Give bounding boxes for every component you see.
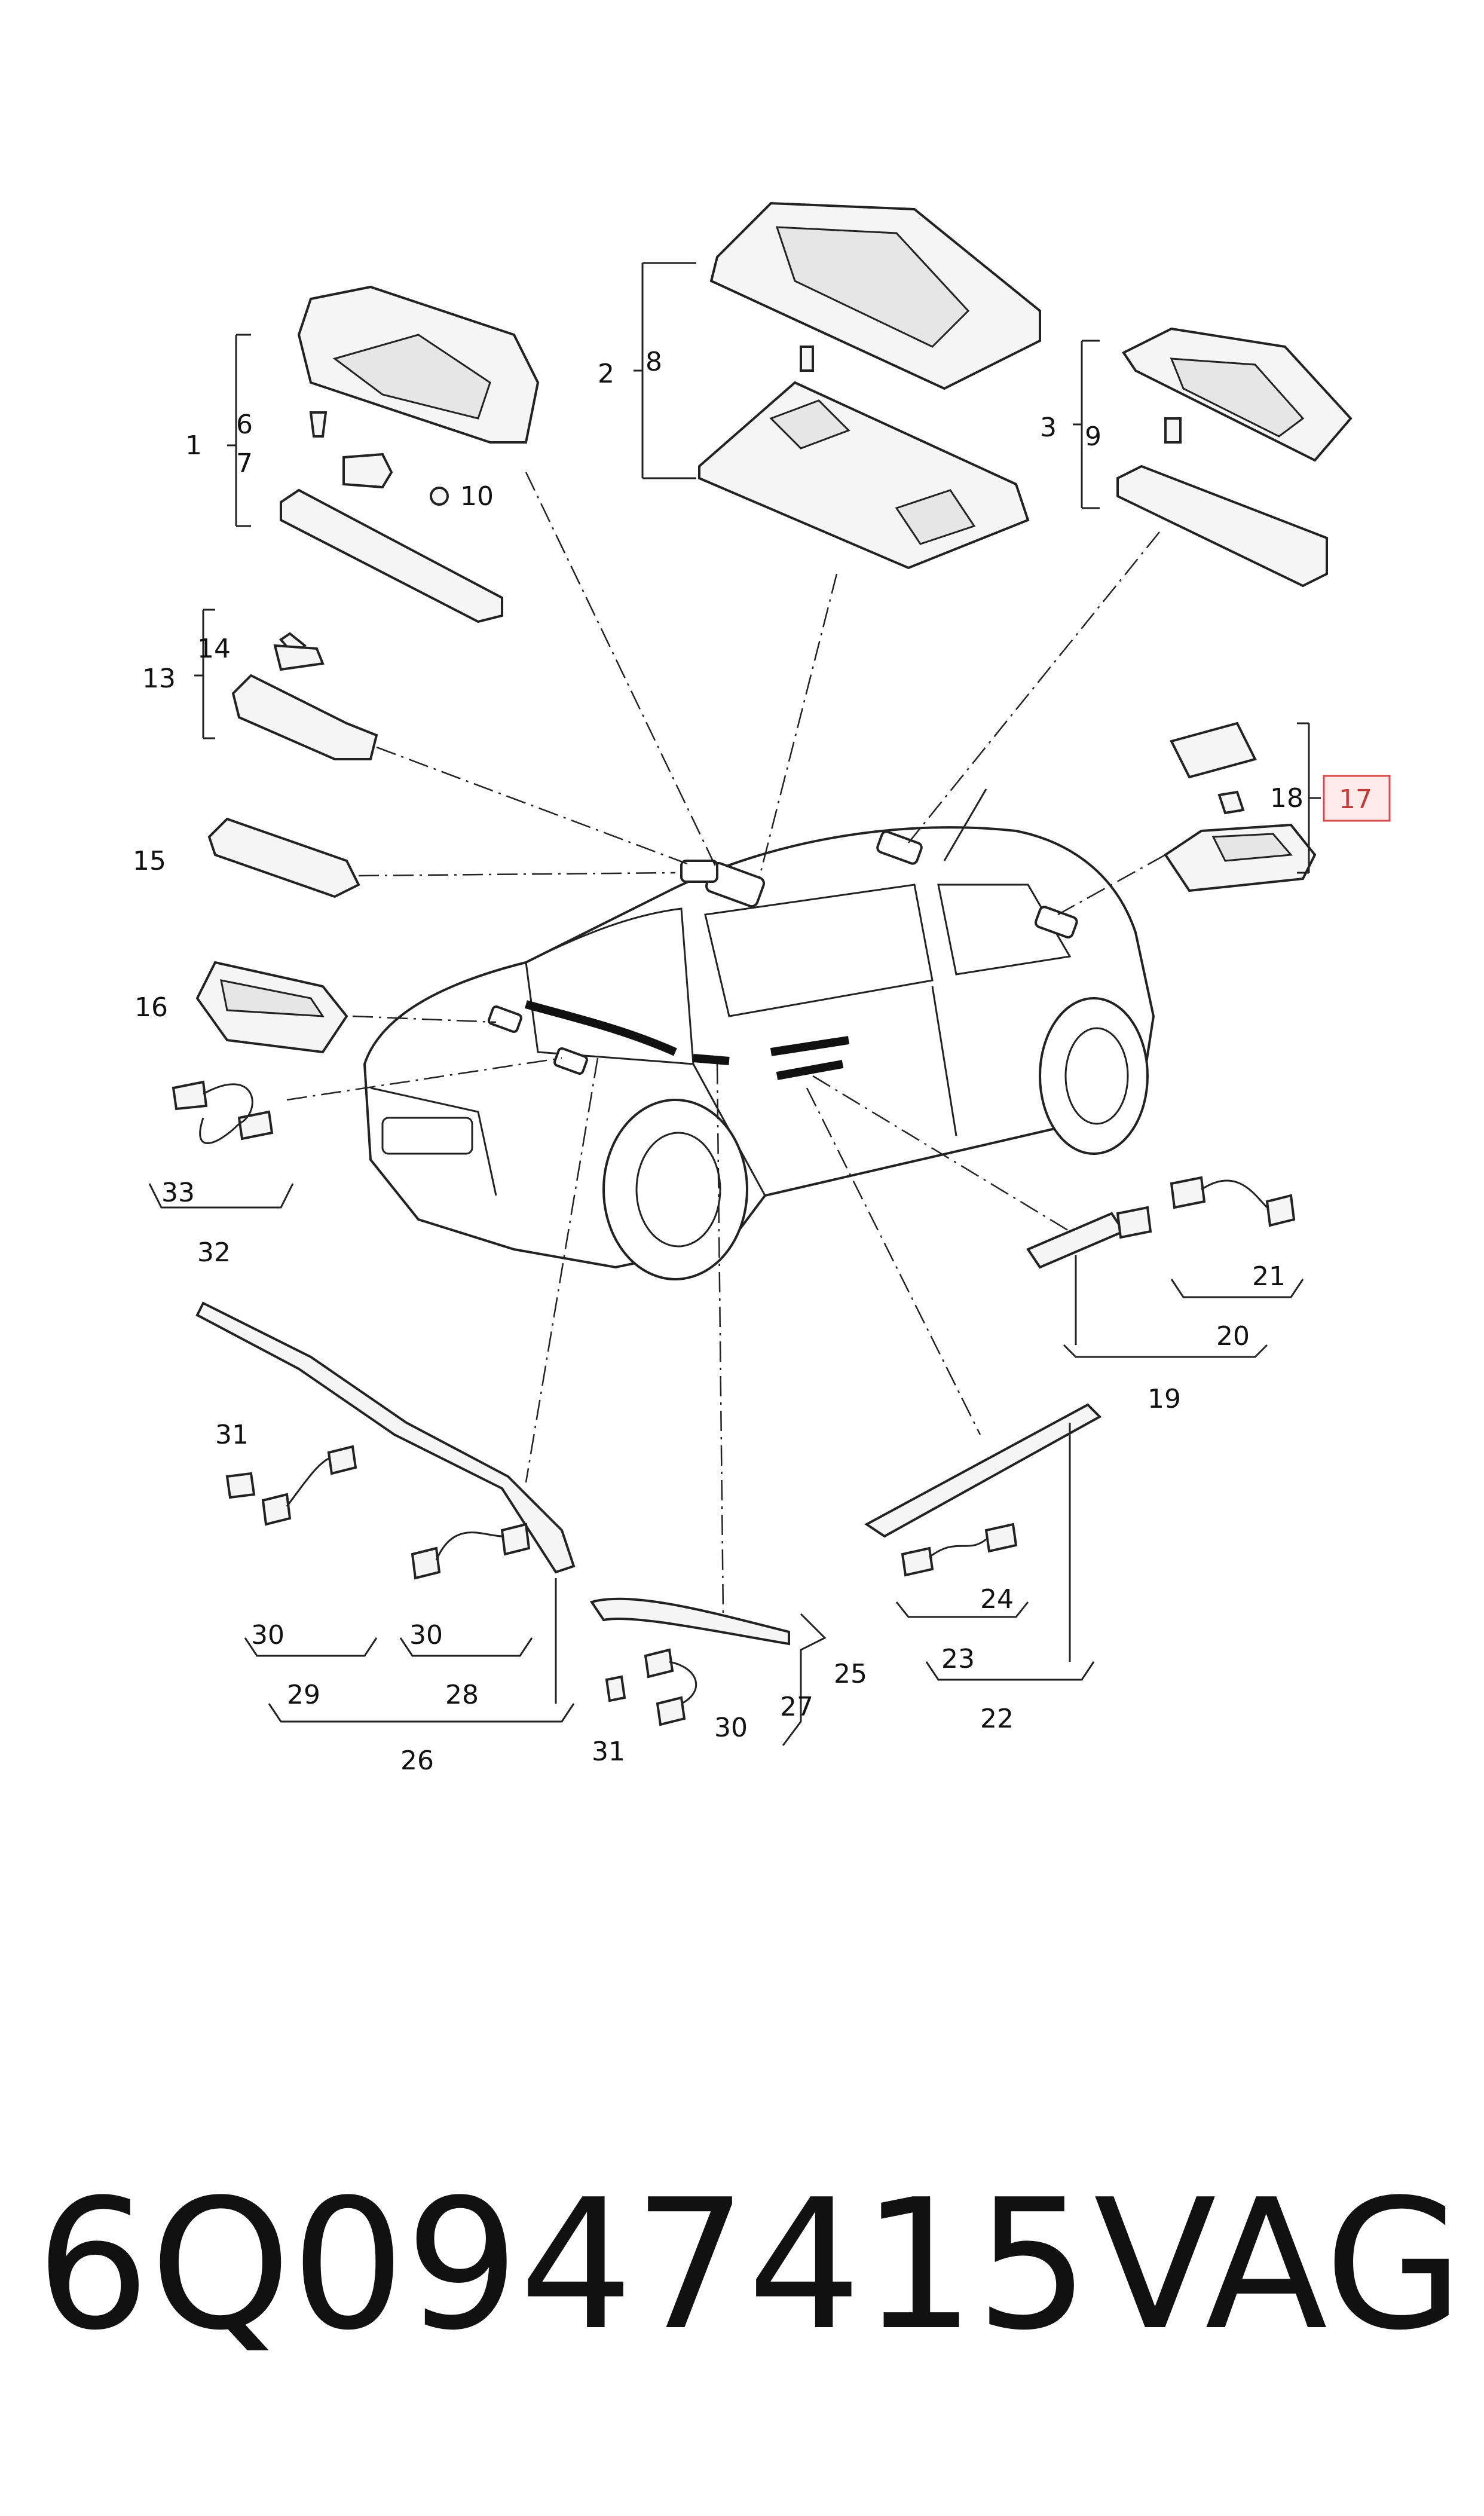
brand-name: VAG [1094,2161,1464,2370]
car-illustration [363,788,1155,1280]
callout-24: 24 [980,1584,1014,1615]
part-group-13 [194,609,378,760]
callout-8: 8 [645,347,662,377]
callout-13: 13 [142,664,176,694]
exploded-parts-diagram: 1 6 7 10 2 8 3 9 13 14 15 16 33 32 18 17… [133,201,1391,1776]
callout-15: 15 [133,846,166,876]
callout-25: 25 [834,1659,867,1689]
callout-3: 3 [1040,412,1057,443]
part-number: 6Q0947415 [36,2161,1090,2370]
part-group-19 [1026,1176,1304,1358]
callout-26: 26 [400,1745,434,1776]
callout-16: 16 [134,992,168,1023]
leader-lines [286,472,1166,1615]
callout-28: 28 [445,1680,479,1710]
callouts: 1 6 7 10 2 8 3 9 13 14 15 16 33 32 18 17… [133,347,1372,1776]
callout-30a: 30 [251,1620,284,1650]
highlight-box-17 [1323,775,1391,822]
part-group-17 [1164,722,1391,892]
callout-21: 21 [1252,1261,1286,1292]
callout-23: 23 [941,1644,975,1674]
callout-22: 22 [980,1704,1014,1734]
callout-29: 29 [287,1680,320,1710]
callout-17: 17 [1339,784,1372,815]
callout-18: 18 [1270,783,1304,814]
part-group-15-16 [195,817,360,1054]
part-group-32 [148,1080,294,1209]
callout-33: 33 [161,1178,195,1208]
part-group-2 [634,201,1041,570]
callout-20: 20 [1216,1321,1250,1352]
callout-14: 14 [197,634,231,664]
callout-31b: 31 [592,1737,625,1767]
callout-27: 27 [780,1692,813,1722]
callout-32: 32 [197,1237,231,1268]
callout-7: 7 [236,448,253,479]
callout-9: 9 [1085,421,1101,452]
callout-30b: 30 [409,1620,443,1650]
part-group-25 [589,1597,827,1746]
callout-2: 2 [598,359,614,389]
part-group-3 [1073,327,1353,588]
part-group-22 [864,1403,1102,1681]
part-group-1 [227,285,540,623]
callout-1: 1 [185,430,202,461]
callout-30c: 30 [714,1713,748,1743]
callout-10: 10 [460,481,494,512]
callout-31a: 31 [215,1420,249,1450]
part-group-26 [195,1301,576,1723]
callout-19: 19 [1148,1384,1181,1414]
callout-6: 6 [236,409,253,440]
